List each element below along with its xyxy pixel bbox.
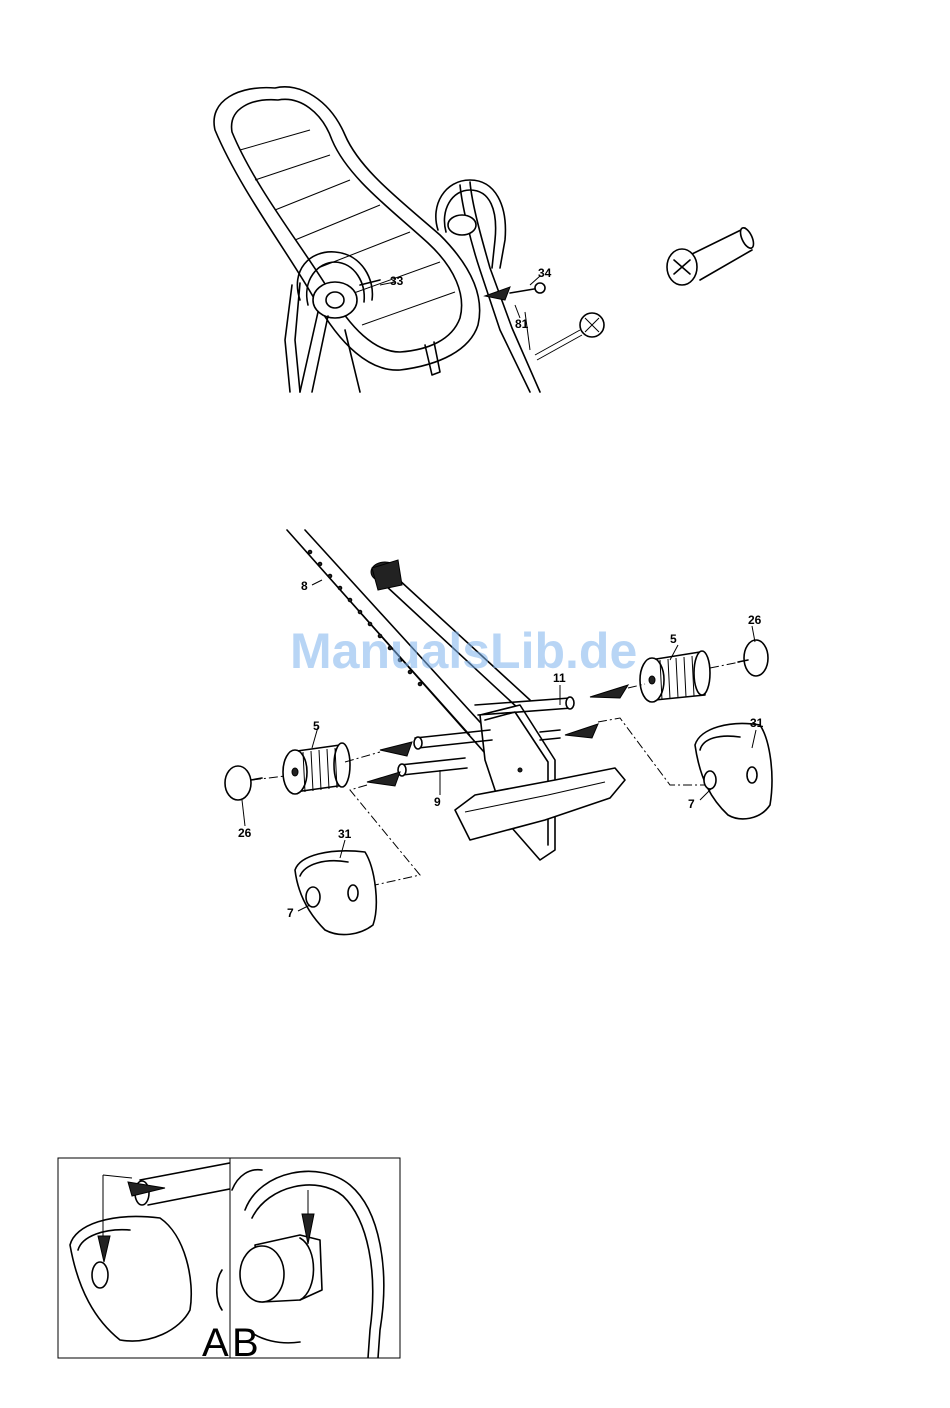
- callout-31-right: 31: [750, 716, 764, 730]
- callout-34: 34: [538, 266, 552, 280]
- roller-left: [283, 743, 350, 794]
- bolt-detail: [667, 226, 756, 285]
- callout-26-left: 26: [238, 826, 252, 840]
- callout-8: 8: [301, 579, 308, 593]
- callout-7-right: 7: [688, 797, 695, 811]
- callout-5-right: 5: [670, 632, 677, 646]
- shroud-right: [695, 724, 772, 819]
- top-diagram: 33 34 81: [214, 87, 756, 392]
- callout-33: 33: [390, 274, 404, 288]
- shroud-left: [295, 851, 376, 935]
- bottom-diagram: A B: [58, 1158, 400, 1365]
- callout-26-right: 26: [748, 613, 762, 627]
- panel-b-label: B: [232, 1321, 259, 1365]
- callout-31-left: 31: [338, 827, 352, 841]
- callout-7-left: 7: [287, 906, 294, 920]
- watermark: ManualsLib.de: [290, 623, 637, 679]
- callout-81: 81: [515, 317, 529, 331]
- roller-right: [640, 651, 710, 702]
- panel-a: [70, 1162, 235, 1341]
- panel-a-label: A: [202, 1321, 229, 1365]
- callout-9: 9: [434, 795, 441, 809]
- callout-5-left: 5: [313, 719, 320, 733]
- middle-diagram: 8 11 5 26 31 7 9 5 26 31 7: [225, 530, 772, 935]
